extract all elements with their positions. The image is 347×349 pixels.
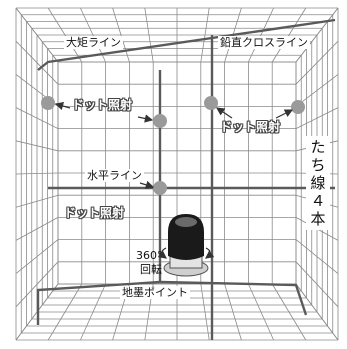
dot-left-wall	[41, 96, 55, 110]
label-dot-right: ドット照射	[220, 120, 281, 134]
arrow-dot-right-near	[216, 107, 233, 119]
label-dot-lower: ドット照射	[64, 206, 125, 220]
dot-center	[153, 114, 167, 128]
caption-char: た	[310, 138, 326, 156]
caption-char: ち	[310, 156, 326, 174]
label-vertical-cross-line: 鉛直クロスライン	[218, 36, 310, 49]
horizontal-laser-line	[37, 18, 336, 71]
label-rotation-degree: 360°	[136, 249, 163, 262]
caption-char: ４	[310, 192, 326, 210]
arrow-horizontal-line	[139, 180, 155, 189]
vertical-caption-four-lines: た ち 線 ４ 本	[306, 136, 330, 230]
arrow-dot-center	[137, 114, 154, 123]
rotation-arrow-left	[157, 247, 167, 259]
device-body	[168, 214, 204, 260]
callout-arrows	[54, 101, 294, 189]
laser-level-device	[157, 214, 215, 277]
device-window	[175, 217, 197, 227]
dot-horizontal-center	[153, 181, 167, 195]
arrow-dot-left	[54, 101, 71, 111]
label-ground-point: 地墨ポイント	[120, 286, 190, 299]
label-horizontal-line: 水平ライン	[85, 169, 144, 182]
laser-dots	[41, 96, 305, 195]
caption-char: 本	[310, 210, 326, 228]
rotation-arrow-right	[205, 247, 215, 259]
label-dot-left: ドット照射	[72, 98, 133, 112]
arrow-dot-right-wall	[275, 109, 294, 119]
dot-right-near	[204, 96, 218, 110]
label-horizontal-line-top: 大矩ライン	[64, 36, 123, 49]
caption-char: 線	[310, 174, 326, 192]
dot-right-wall	[291, 100, 305, 114]
label-rotation-word: 回転	[140, 263, 162, 276]
